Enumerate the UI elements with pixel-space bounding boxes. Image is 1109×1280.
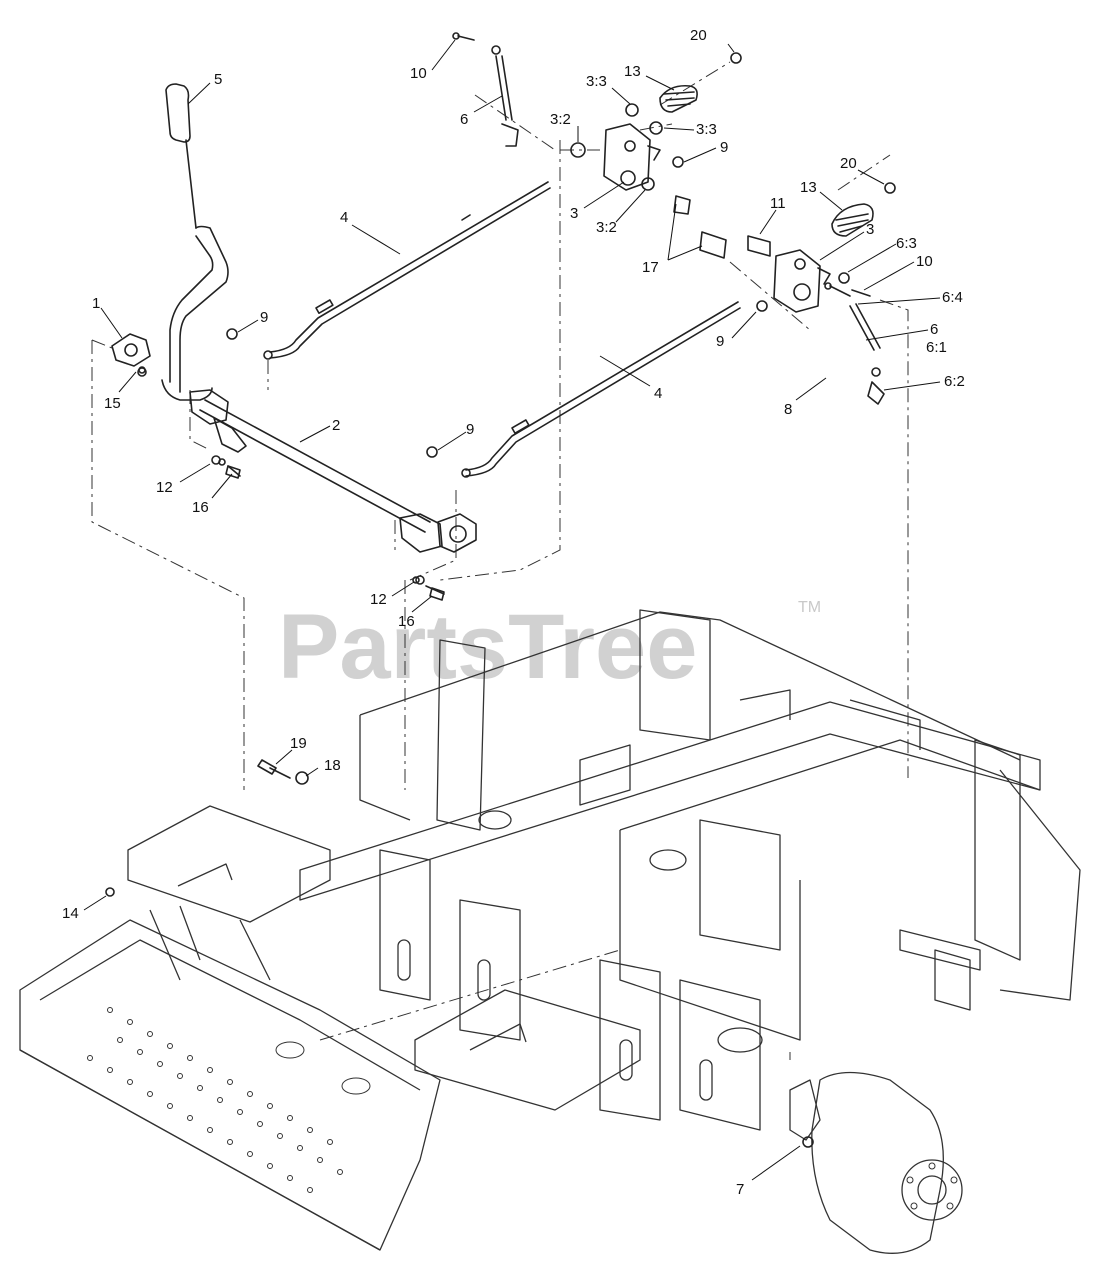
pump-arm-upper: [570, 52, 742, 215]
callout-4-lower: 4: [654, 385, 662, 402]
callout-15: 15: [104, 395, 121, 412]
assembly-guide-lines: [91, 61, 909, 1060]
mower-frame: [19, 609, 1081, 1254]
wheel-motor: [789, 1071, 963, 1254]
callout-20-upper: 20: [690, 27, 707, 44]
callout-16-left: 16: [192, 499, 209, 516]
leader-lines: [83, 39, 941, 1181]
watermark-trademark: TM: [798, 599, 821, 616]
callout-16-right: 16: [398, 613, 415, 630]
callout-20-lower: 20: [840, 155, 857, 172]
callout-4-upper: 4: [340, 209, 348, 226]
callout-3-upper: 3: [570, 205, 578, 222]
callout-5: 5: [214, 71, 222, 88]
callout-3-3-right: 3:3: [696, 121, 717, 138]
callout-6-2: 6:2: [944, 373, 965, 390]
callout-12-right: 12: [370, 591, 387, 608]
callout-11: 11: [770, 195, 786, 212]
callout-9-middle: 9: [466, 421, 474, 438]
cross-shaft: [189, 389, 477, 595]
pump-arm-lower: [699, 182, 896, 405]
callout-3-lower: 3: [866, 221, 874, 238]
callout-6-1: 6:1: [926, 339, 947, 356]
pivot-bearing-left: [111, 333, 151, 374]
callout-7: 7: [736, 1181, 744, 1198]
motion-control-handle: [161, 83, 229, 401]
callout-9-left: 9: [260, 309, 268, 326]
callout-10-lower: 10: [916, 253, 933, 270]
callout-17: 17: [642, 259, 659, 276]
control-rod-lower: [461, 301, 741, 478]
hardware-small: [137, 156, 768, 601]
control-linkage: [111, 32, 896, 601]
callout-6-3: 6:3: [896, 235, 917, 252]
control-rod-upper: [263, 181, 551, 360]
callout-2: 2: [332, 417, 340, 434]
callout-13-upper: 13: [624, 63, 641, 80]
callout-8: 8: [784, 401, 792, 418]
callout-19: 19: [290, 735, 307, 752]
callout-13-lower: 13: [800, 179, 817, 196]
callout-14: 14: [62, 905, 79, 922]
callout-6-lower: 6: [930, 321, 938, 338]
watermark-text: PartsTree: [278, 596, 697, 698]
callout-9-lower-right: 9: [716, 333, 724, 350]
callout-12-left: 12: [156, 479, 173, 496]
callout-6-4: 6:4: [942, 289, 963, 306]
callout-labels: 5 1 15 2 4 4 9 9 12 16 12 16 10 6 3:2 3:…: [62, 27, 965, 1198]
callout-6-upper: 6: [460, 111, 468, 128]
callout-9-upper-right: 9: [720, 139, 728, 156]
callout-3-2-upper: 3:2: [550, 111, 571, 128]
callout-3-2-lower: 3:2: [596, 219, 617, 236]
callout-18: 18: [324, 757, 341, 774]
callout-3-3-upper: 3:3: [586, 73, 607, 90]
callout-1: 1: [92, 295, 100, 312]
callout-10-upper: 10: [410, 65, 427, 82]
upper-link-rod: [452, 32, 519, 147]
deck-holes: [87, 1007, 371, 1193]
